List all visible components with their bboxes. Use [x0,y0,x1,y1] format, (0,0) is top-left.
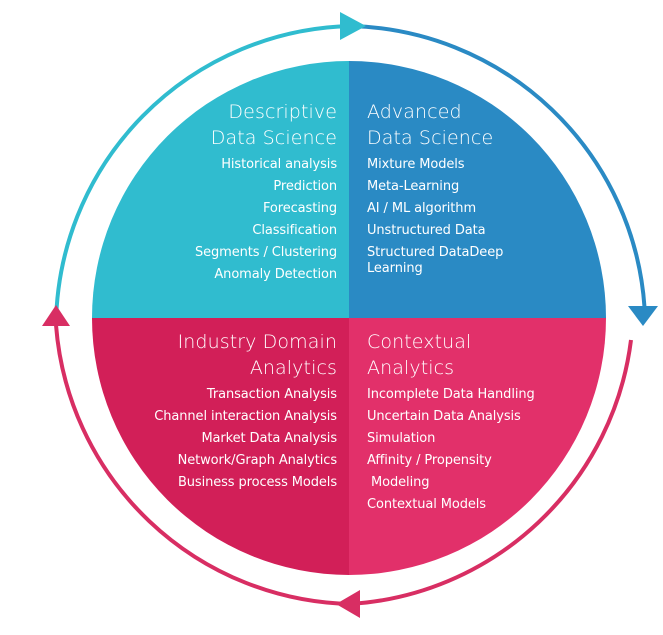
advanced-title: Advanced Data Science [367,99,493,151]
list-item: Prediction [273,179,337,194]
list-item: Simulation [367,431,436,446]
descriptive-title-line1: Descriptive [228,101,337,123]
descriptive-list: Historical analysis Prediction Forecasti… [195,154,337,286]
descriptive-title: Descriptive Data Science [211,99,337,151]
contextual-title-line1: Contextual [367,331,472,353]
ring-arc-top-right [349,24,647,308]
quadrant-advanced [349,61,606,318]
list-item: Mixture Models [367,157,465,172]
list-item: Segments / Clustering [194,245,337,260]
list-item: Classification [252,223,337,238]
quadrant-industry [92,318,349,575]
list-item: Meta-Learning [367,179,460,194]
industry-title-line2: Analytics [249,357,337,379]
list-item: Channel interaction Analysis [154,409,337,424]
advanced-title-line2: Data Science [367,127,494,149]
list-item: Forecasting [262,201,337,216]
list-item: Market Data Analysis [201,431,337,446]
ring-arc-bottom-left [54,324,351,606]
list-item: Structured DataDeep Learning [367,245,504,276]
contextual-list: Incomplete Data Handling Uncertain Data … [367,384,535,516]
contextual-title-line2: Analytics [367,357,455,379]
list-item: Uncertain Data Analysis [367,409,521,424]
arrow-head-right [628,306,658,326]
list-item: Historical analysis [221,157,337,172]
advanced-list: Mixture Models Meta-Learning AI / ML alg… [367,154,517,280]
list-item: Incomplete Data Handling [367,387,535,402]
arrow-head-left [42,305,70,326]
list-item: Transaction Analysis [206,387,337,402]
industry-title-line1: Industry Domain [177,331,337,353]
industry-list: Transaction Analysis Channel interaction… [154,384,337,494]
list-item: Network/Graph Analytics [177,453,338,468]
list-item: Anomaly Detection [214,267,337,282]
list-item: Unstructured Data [367,223,486,238]
contextual-title: Contextual Analytics [367,329,471,381]
quadrant-contextual [349,318,606,575]
list-item: AI / ML algorithm [367,201,477,216]
industry-title: Industry Domain Analytics [178,329,337,381]
arrow-head-bottom [336,590,360,618]
advanced-title-line1: Advanced [367,101,462,123]
ring-arc-right-bottom [349,339,633,606]
quadrant-descriptive [92,61,349,318]
list-item: Modeling [367,475,430,490]
list-item: Contextual Models [367,497,486,512]
ring-arc-left-top [54,24,351,326]
arrow-head-top [340,12,366,40]
descriptive-title-line2: Data Science [210,127,337,149]
list-item: Affinity / Propensity [367,453,492,468]
list-item: Business process Models [177,475,337,490]
